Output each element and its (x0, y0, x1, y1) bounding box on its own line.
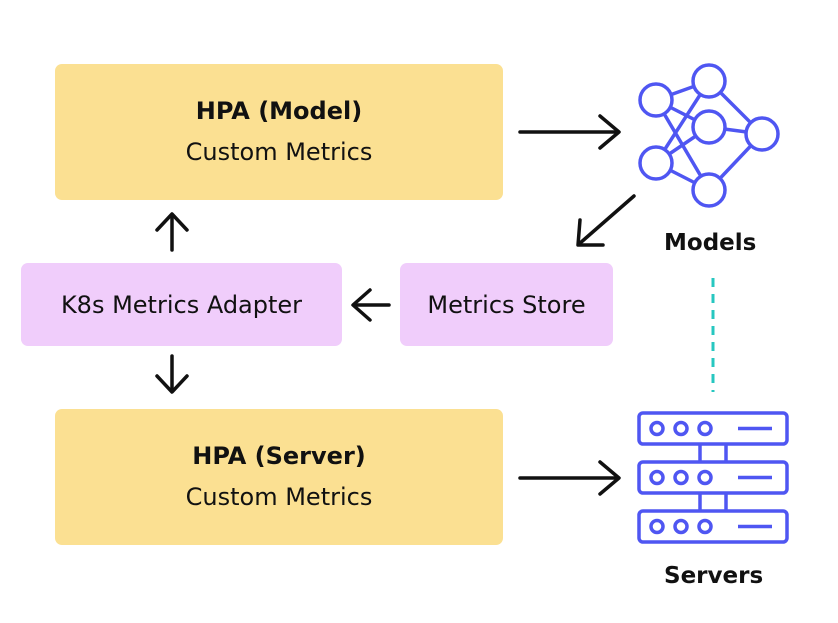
hpa-server-box: HPA (Server) Custom Metrics (55, 409, 503, 545)
servers-label: Servers (664, 563, 764, 589)
models-label: Models (664, 230, 757, 256)
hpa-model-title: HPA (Model) (195, 97, 363, 125)
metrics-adapter-box: K8s Metrics Adapter (21, 263, 342, 346)
arrow-models-to-metrics-store (576, 194, 636, 247)
arrow-hpa-server-to-servers (518, 460, 621, 496)
metrics-store-box: Metrics Store (400, 263, 613, 346)
neural-network-icon (638, 63, 780, 208)
metrics-store-label: Metrics Store (427, 290, 586, 319)
hpa-server-subtitle: Custom Metrics (185, 483, 373, 511)
server-rack-icon (637, 411, 789, 544)
arrow-adapter-to-hpa-server (155, 354, 189, 394)
hpa-server-title: HPA (Server) (192, 442, 366, 470)
arrow-adapter-to-hpa-model (155, 212, 189, 252)
arrow-hpa-model-to-models (518, 114, 621, 150)
hpa-model-box: HPA (Model) Custom Metrics (55, 64, 503, 200)
metrics-adapter-label: K8s Metrics Adapter (60, 290, 303, 319)
arrow-store-to-adapter (351, 288, 391, 322)
hpa-model-subtitle: Custom Metrics (185, 138, 373, 166)
